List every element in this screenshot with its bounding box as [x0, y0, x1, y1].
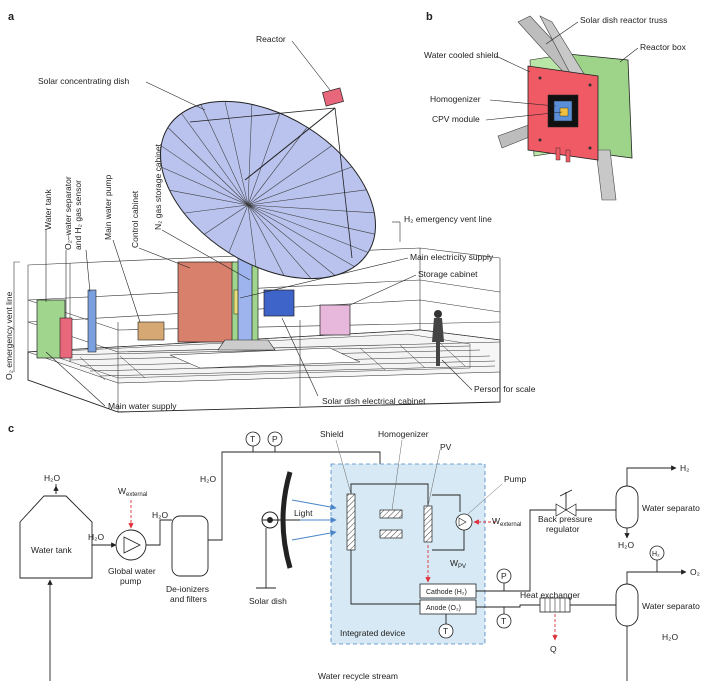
label-anode: Anode (O₂) [426, 605, 461, 612]
solar-dish-c [256, 472, 300, 588]
label-storage-cabinet: Storage cabinet [418, 269, 478, 279]
label-t-gauge-2: T [501, 616, 506, 626]
label-homogenizer-b: Homogenizer [430, 94, 481, 104]
label-water-sep-1: Water separato [642, 503, 700, 513]
label-h2o-top: H₂O [44, 473, 60, 483]
label-p-gauge: P [272, 434, 278, 444]
label-o2-vent: O₂ emergency vent line [4, 291, 14, 380]
label-h2o-sep-1: H₂O [618, 540, 634, 550]
label-q: Q [550, 644, 557, 654]
label-h2o-line: H₂O [200, 474, 216, 484]
reactor [322, 88, 343, 106]
label-n2-storage: N₂ gas storage cabinet [153, 143, 163, 230]
pv-cell [424, 506, 432, 542]
label-main-electricity: Main electricity supply [410, 252, 494, 262]
panel-b: b Solar dish reactor truss Water cooled … [424, 11, 687, 200]
label-shield-b: Water cooled shield [424, 50, 499, 60]
storage-cabinet [320, 305, 350, 335]
control-cabinet [178, 262, 234, 342]
label-h2o-arrow: H₂O [88, 532, 104, 542]
panel-b-letter: b [426, 11, 433, 23]
label-homogenizer-c: Homogenizer [378, 429, 429, 439]
integrated-device [331, 464, 485, 644]
label-h2-vent: H₂ emergency vent line [404, 214, 492, 224]
water-tank-c [20, 496, 92, 578]
label-h2o-filter: H₂O [152, 510, 168, 520]
label-heat-exchanger: Heat exchanger [520, 590, 580, 600]
label-solar-dish: Solar concentrating dish [38, 76, 129, 86]
panel-a-letter: a [8, 11, 15, 23]
solar-concentrating-dish [129, 65, 408, 316]
panel-c: c Water tank H₂O H₂O Wexternal Global wa… [8, 423, 700, 681]
label-p-gauge-2: P [501, 571, 507, 581]
label-h2-badge: H₂ [652, 551, 660, 558]
label-recycle: Water recycle stream [318, 671, 398, 681]
label-cpv: CPV module [432, 114, 480, 124]
water-separator-1 [616, 486, 638, 528]
label-deion-1: De-ionizers [166, 584, 209, 594]
label-person: Person for scale [474, 384, 536, 394]
label-main-water-supply: Main water supply [108, 401, 177, 411]
label-reactor: Reactor [256, 34, 286, 44]
de-ionizers-filters [172, 516, 208, 576]
heat-exchanger [540, 598, 570, 612]
label-o2-out: O₂ [690, 567, 700, 577]
label-dish-cabinet: Solar dish electrical cabinet [322, 396, 426, 406]
label-truss: Solar dish reactor truss [580, 15, 667, 25]
label-reactor-box: Reactor box [640, 42, 687, 52]
label-h2-out: H₂ [680, 463, 689, 473]
label-back-pressure-1: Back pressure [538, 514, 593, 524]
shield-c [347, 494, 355, 550]
solar-dish-electrical-cabinet [264, 290, 294, 316]
label-pump: Pump [504, 474, 526, 484]
label-back-pressure-2: regulator [546, 524, 580, 534]
label-t-anode: T [443, 626, 448, 636]
label-w-external-2: Wexternal [492, 516, 521, 528]
label-main-water-pump: Main water pump [103, 175, 113, 240]
panel-a: a [4, 11, 536, 412]
label-cathode: Cathode (H₂) [426, 589, 467, 596]
label-solar-dish-c: Solar dish [249, 596, 287, 606]
water-separator-2 [616, 584, 638, 626]
o2-separator [60, 318, 72, 358]
label-deion-2: and filters [170, 594, 207, 604]
label-o2-separator-line1: O₂–water separator [63, 176, 73, 250]
homogenizer-top [380, 510, 402, 518]
label-water-tank: Water tank [43, 188, 53, 230]
label-shield-c: Shield [320, 429, 344, 439]
label-water-tank-c: Water tank [31, 545, 73, 555]
panel-c-letter: c [8, 423, 14, 435]
label-water-sep-2: Water separato [642, 601, 700, 611]
label-h2o-sep-2: H₂O [662, 632, 678, 642]
label-global-pump-1: Global water [108, 566, 156, 576]
label-light: Light [294, 508, 313, 518]
label-o2-separator-line2: and H₂ gas sensor [73, 180, 83, 250]
h2-gas-sensor [88, 290, 96, 352]
label-control-cabinet: Control cabinet [130, 190, 140, 248]
truss-bar-4 [596, 150, 616, 200]
main-water-pump [138, 322, 164, 340]
homogenizer-bottom [380, 530, 402, 538]
label-integrated-device: Integrated device [340, 628, 405, 638]
label-global-pump-2: pump [120, 576, 142, 586]
label-t-gauge: T [250, 434, 255, 444]
label-w-external-1: Wexternal [118, 486, 147, 498]
o2-vent-line [14, 262, 20, 372]
label-pv: PV [440, 442, 452, 452]
